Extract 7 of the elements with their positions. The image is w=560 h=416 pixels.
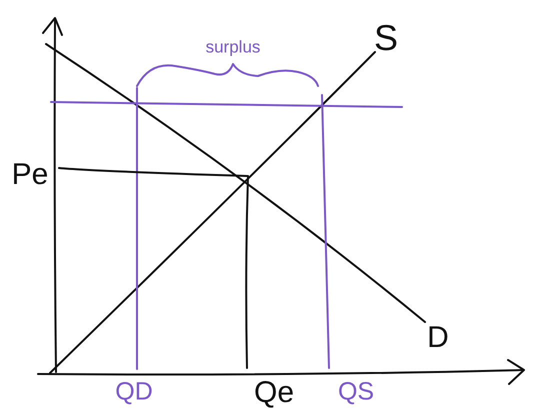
axis-label: Qe	[254, 378, 294, 408]
curve-label: S	[374, 20, 398, 56]
brace-label: surplus	[206, 38, 260, 56]
curve-label: D	[427, 323, 449, 353]
axis-label: Pe	[12, 160, 48, 190]
axis-label: QD	[115, 380, 153, 404]
axis-label: QS	[338, 380, 374, 404]
